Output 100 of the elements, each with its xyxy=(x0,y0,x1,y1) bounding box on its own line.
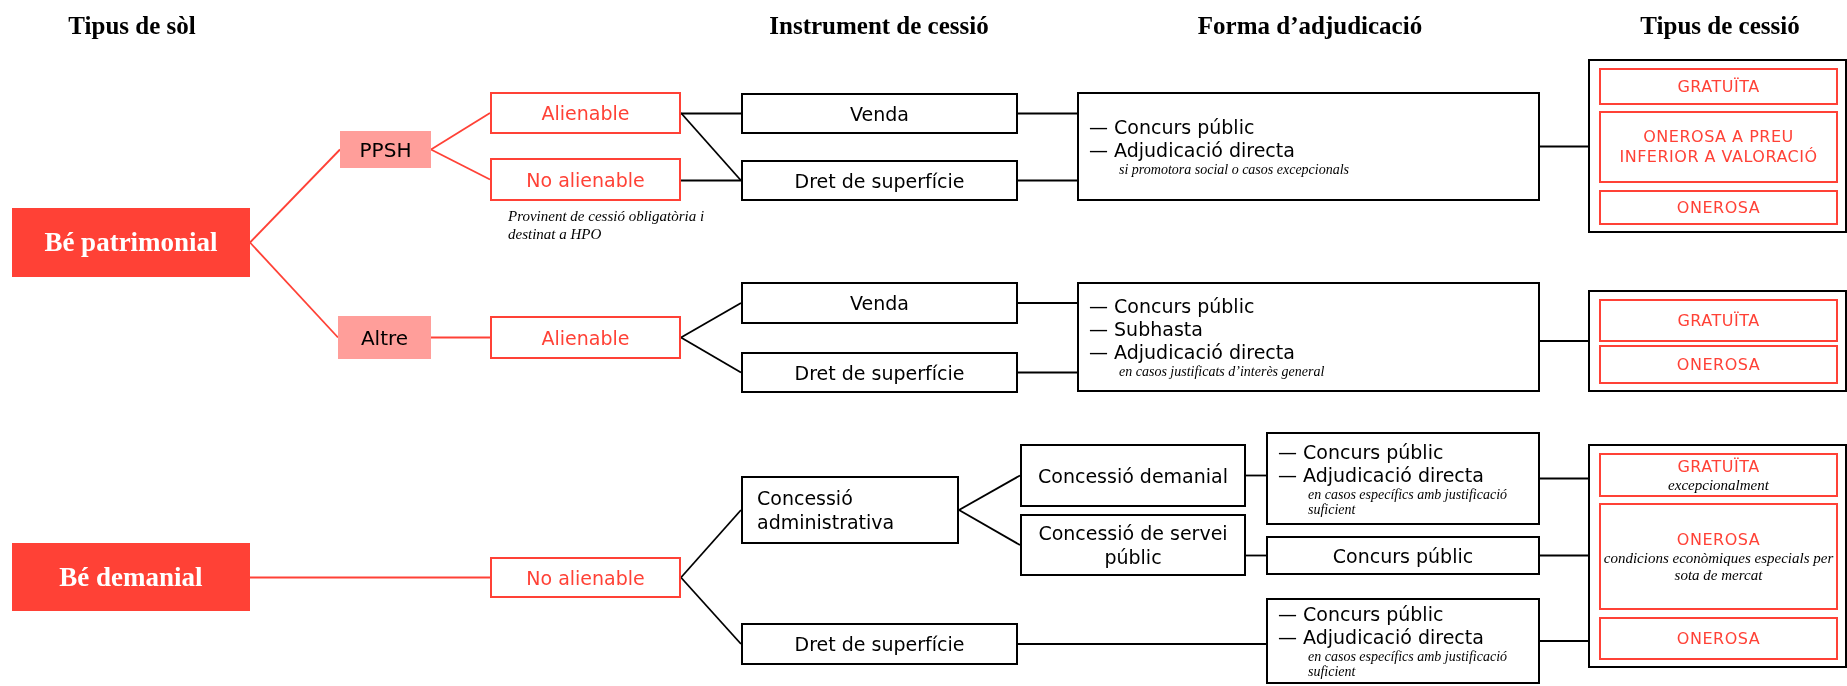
node-label: — Concurs públic xyxy=(1278,440,1444,464)
node-label: GRATUÏTA xyxy=(1677,76,1760,97)
type-box xyxy=(1599,111,1838,183)
process-box xyxy=(741,160,1018,201)
type-box xyxy=(1599,345,1838,384)
node-label: Concurs públic xyxy=(1332,543,1474,568)
type-box xyxy=(1599,617,1838,660)
note-text: excepcionalment xyxy=(1668,476,1769,494)
note-text: en casos justificats d’interès general xyxy=(1118,364,1325,379)
connector-line xyxy=(1245,474,1267,477)
connector-line xyxy=(430,148,491,181)
connector-line xyxy=(680,112,742,182)
connector-line xyxy=(1017,112,1078,115)
node-label: Venda xyxy=(850,101,909,126)
node-label: — Adjudicació directa xyxy=(1278,463,1484,487)
column-heading: Instrument de cessió xyxy=(769,12,989,40)
node-label: Dret de superfície xyxy=(794,360,965,385)
node-label: GRATUÏTA xyxy=(1677,456,1760,477)
node-label: No alienable xyxy=(526,566,645,589)
node-label: ONEROSA xyxy=(1676,197,1761,218)
node-label: — Adjudicació directa xyxy=(1089,139,1295,162)
node-label: Concessió de servei públic xyxy=(1037,521,1229,569)
note-text: condicions econòmiques especials per sota de mercat xyxy=(1602,549,1835,584)
connector-line xyxy=(958,509,1021,546)
node-label: Venda xyxy=(850,291,909,315)
connector-line xyxy=(1539,640,1589,642)
subcategory-box xyxy=(338,316,431,359)
node-label: Concessió demanial xyxy=(1038,463,1228,488)
connector-line xyxy=(680,112,742,115)
type-box xyxy=(1599,453,1838,497)
process-box xyxy=(1266,598,1540,684)
node-label: Dret de superfície xyxy=(794,632,965,656)
connector-line xyxy=(1017,643,1267,645)
node-label: Alienable xyxy=(541,326,630,349)
node-label: No alienable xyxy=(526,168,645,191)
node-label: — Subhasta xyxy=(1089,318,1203,341)
node-label: Concessió administrativa xyxy=(757,486,896,534)
type-box xyxy=(1599,190,1838,225)
type-box xyxy=(1599,68,1838,105)
group-box xyxy=(1588,59,1847,233)
node-label: ONEROSA A PREU INFERIOR A VALORACIÓ xyxy=(1618,127,1819,167)
node-label: Bé demanial xyxy=(59,561,203,593)
subcategory-box xyxy=(340,131,431,168)
connector-line xyxy=(1017,371,1078,374)
connector-line xyxy=(680,179,742,182)
connector-line xyxy=(680,302,742,339)
process-box xyxy=(1020,514,1246,576)
process-box xyxy=(1266,432,1540,525)
connector-line xyxy=(249,148,341,244)
type-box xyxy=(1599,503,1838,610)
node-label: ONEROSA xyxy=(1676,529,1761,550)
note-text: en casos específics amb justificació suficient xyxy=(1307,649,1509,679)
connector-line xyxy=(680,576,742,645)
column-heading: Forma d’adjudicació xyxy=(1197,12,1423,40)
status-box xyxy=(490,92,681,134)
node-label: — Concurs públic xyxy=(1089,116,1255,139)
node-label: — Concurs públic xyxy=(1278,603,1444,626)
connector-line xyxy=(249,576,491,579)
connector-line xyxy=(1017,302,1078,304)
group-box xyxy=(1588,290,1847,392)
status-box xyxy=(490,158,681,201)
note-text: si promotora social o casos excepcionals xyxy=(1118,162,1350,177)
connector-line xyxy=(430,336,491,339)
connector-line xyxy=(958,474,1021,511)
node-label: — Concurs públic xyxy=(1089,295,1255,318)
status-box xyxy=(490,557,681,598)
category-box xyxy=(12,208,250,277)
group-box xyxy=(1588,444,1847,668)
connector-line xyxy=(1539,145,1589,148)
type-box xyxy=(1599,299,1838,342)
process-box xyxy=(741,476,959,544)
process-box xyxy=(741,352,1018,393)
status-box xyxy=(490,316,681,359)
node-label: Altre xyxy=(360,325,409,350)
node-label: GRATUÏTA xyxy=(1677,310,1760,331)
note-text: Provinent de cessió obligatòria i destinat a HPO xyxy=(508,207,706,243)
process-box xyxy=(741,623,1018,665)
process-box xyxy=(1020,444,1246,507)
node-label: Dret de superfície xyxy=(794,168,965,193)
node-label: Bé patrimonial xyxy=(44,227,218,258)
connector-line xyxy=(680,509,742,579)
process-box xyxy=(1077,282,1540,392)
connector-line xyxy=(1539,477,1589,480)
node-label: — Adjudicació directa xyxy=(1278,626,1484,649)
connector-line xyxy=(1539,340,1589,342)
node-label: ONEROSA xyxy=(1676,628,1761,649)
connector-line xyxy=(430,112,491,151)
process-box xyxy=(1077,92,1540,201)
process-box xyxy=(741,282,1018,324)
category-box xyxy=(12,543,250,611)
node-label: PPSH xyxy=(359,137,412,162)
connector-line xyxy=(680,336,742,374)
node-label: Alienable xyxy=(541,102,630,124)
column-heading: Tipus de cessió xyxy=(1640,12,1800,40)
process-box xyxy=(1266,536,1540,575)
process-box xyxy=(741,93,1018,134)
node-label: ONEROSA xyxy=(1676,354,1761,375)
connector-line xyxy=(1017,179,1078,182)
connector-line xyxy=(1539,554,1589,557)
connector-line xyxy=(249,241,339,339)
